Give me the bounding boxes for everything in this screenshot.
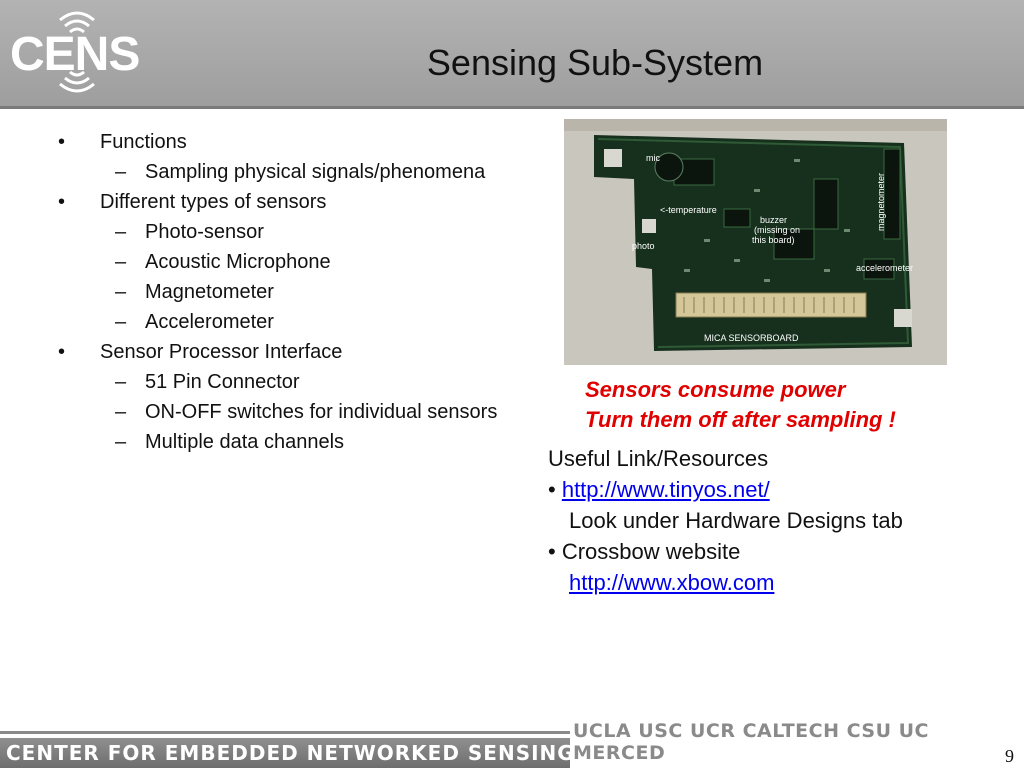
bullet-list: •Functions –Sampling physical signals/ph… — [58, 130, 498, 460]
resource-item: http://www.xbow.com — [548, 567, 903, 598]
footer-universities: UCLA USC UCR CALTECH CSU UC MERCED — [573, 720, 929, 764]
list-item: –Sampling physical signals/phenomena — [115, 161, 486, 183]
xbow-link[interactable]: http://www.xbow.com — [569, 570, 775, 595]
list-item: •Different types of sensors — [58, 191, 327, 213]
power-callout: Sensors consume power Turn them off afte… — [585, 375, 896, 435]
photo-label-mic: mic — [646, 153, 660, 163]
list-item: –Magnetometer — [115, 281, 274, 303]
photo-label-board-name: MICA SENSORBOARD — [704, 333, 799, 343]
logo-text: CENS — [10, 28, 139, 81]
resource-item: • Crossbow website — [548, 539, 741, 564]
list-item: –Multiple data channels — [115, 431, 345, 453]
photo-label-buzzer-note: this board) — [752, 235, 795, 245]
photo-label-accelerometer: accelerometer — [856, 263, 913, 273]
footer-divider — [0, 731, 570, 734]
page-number: 9 — [1005, 746, 1014, 766]
photo-label-buzzer-note: (missing on — [754, 225, 800, 235]
photo-label-photo: photo — [632, 241, 655, 251]
tinyos-link[interactable]: http://www.tinyos.net/ — [561, 477, 770, 502]
list-item: –Photo-sensor — [115, 221, 264, 243]
photo-label-buzzer: buzzer — [760, 215, 787, 225]
list-item: –Accelerometer — [115, 311, 274, 333]
photo-label-magnetometer: magnetometer — [876, 173, 886, 231]
callout-line: Turn them off after sampling ! — [585, 407, 896, 432]
resource-note: Look under Hardware Designs tab — [569, 508, 903, 533]
footer-center-name: CENTER FOR EMBEDDED NETWORKED SENSING — [6, 741, 575, 765]
list-item: –Acoustic Microphone — [115, 251, 331, 273]
resources-heading: Useful Link/Resources — [548, 446, 769, 471]
page-title: Sensing Sub-System — [426, 42, 764, 83]
list-item: •Functions — [58, 131, 187, 153]
footer-band — [0, 738, 570, 768]
photo-label-temperature: <-temperature — [660, 205, 717, 215]
mica-sensorboard-photo: mic <-temperature photo buzzer (missing … — [564, 119, 947, 365]
cens-logo: CENS — [10, 11, 140, 93]
resource-item: • http://www.tinyos.net/ — [548, 477, 770, 502]
list-item: –ON-OFF switches for individual sensors — [115, 401, 498, 423]
list-item: –51 Pin Connector — [115, 371, 300, 393]
list-item: •Sensor Processor Interface — [58, 341, 343, 363]
resources-section: Useful Link/Resources • http://www.tinyo… — [548, 443, 903, 598]
callout-line: Sensors consume power — [585, 377, 846, 402]
slide-header: CENS Sensing Sub-System — [0, 0, 1024, 109]
